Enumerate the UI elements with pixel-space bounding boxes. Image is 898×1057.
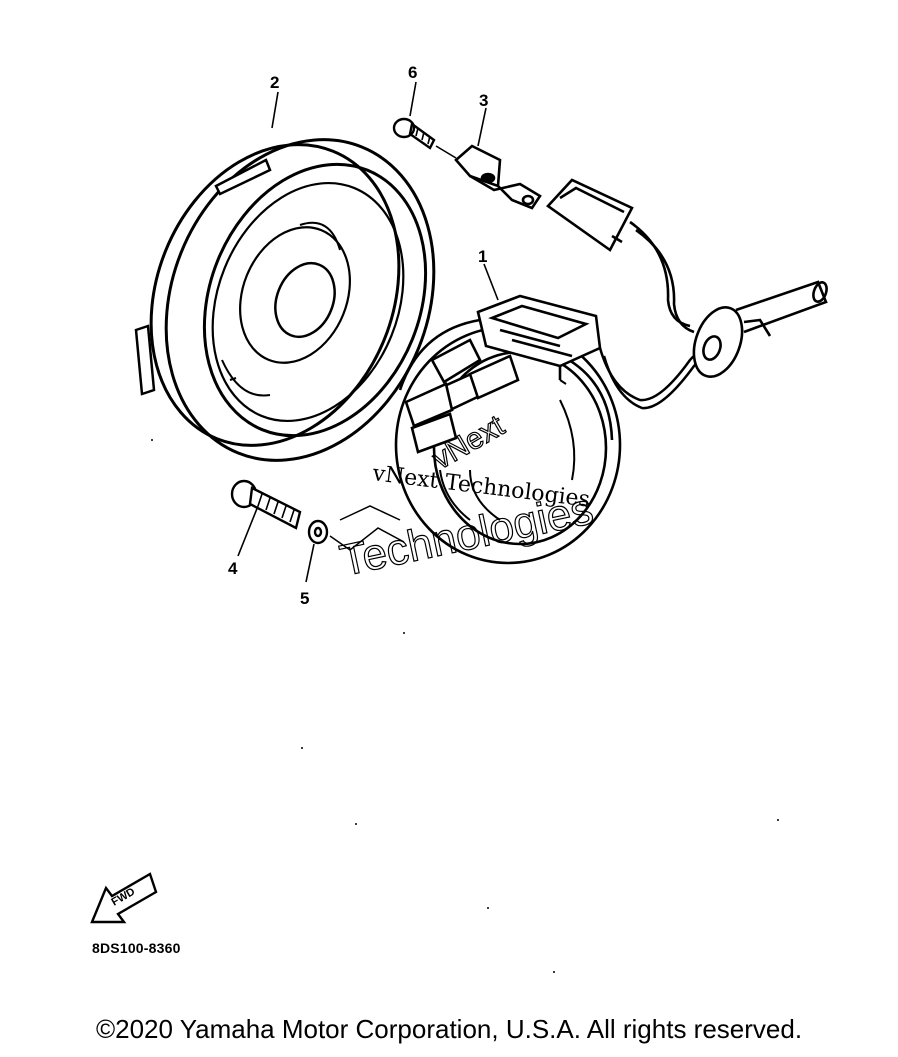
washer bbox=[307, 505, 405, 551]
callout-1: 1 bbox=[478, 247, 487, 266]
part-code: 8DS100-8360 bbox=[92, 940, 181, 956]
leader-lines bbox=[237, 81, 499, 583]
callout-2: 2 bbox=[270, 73, 279, 92]
screw-top bbox=[392, 117, 457, 159]
fwd-arrow-icon: FWD bbox=[90, 872, 158, 924]
scan-specks bbox=[151, 439, 779, 973]
pickup-coil bbox=[454, 144, 542, 210]
callout-5: 5 bbox=[300, 589, 309, 608]
grommet-cable bbox=[692, 280, 828, 378]
stator-assembly bbox=[394, 294, 622, 565]
copyright-notice: ©2020 Yamaha Motor Corporation, U.S.A. A… bbox=[95, 1014, 803, 1044]
callout-6-top: 6 bbox=[408, 63, 417, 82]
callout-3: 3 bbox=[479, 91, 488, 110]
bolt bbox=[230, 479, 302, 530]
callout-4: 4 bbox=[228, 559, 238, 578]
connector-plug bbox=[546, 178, 695, 334]
rotor-assembly bbox=[134, 138, 436, 462]
